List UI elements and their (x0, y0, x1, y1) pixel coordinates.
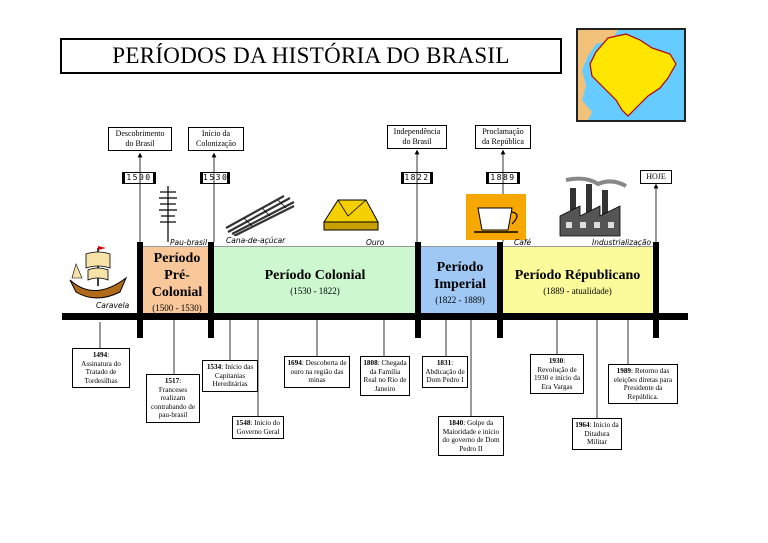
label-republica-text: Proclamação da República (482, 127, 524, 146)
period-pre-colonial-dates: (1500 - 1530) (152, 303, 202, 313)
event-1694: 1694: Descoberta de ouro na região das m… (284, 356, 350, 388)
year-1530: 1530 (200, 172, 230, 184)
event-1548-year: 1548 (236, 419, 251, 427)
event-1840-year: 1840 (448, 419, 464, 427)
event-1831-year: 1831 (436, 359, 452, 367)
brazil-map-image (576, 28, 686, 122)
event-1930: 1930: Revolução de 1930 e início da Era … (530, 354, 584, 395)
industrializacao-image (559, 176, 627, 237)
event-1964-year: 1964 (575, 421, 590, 429)
timeline-tick-1500 (137, 242, 143, 338)
cafe-label: Café (514, 238, 532, 247)
event-1808: 1808: Chegada da Família Real no Rio de … (360, 356, 410, 397)
event-1494: 1494: Assinatura do Tratado de Tordesilh… (72, 348, 130, 389)
pau-brasil-label: Pau-brasil (170, 238, 208, 247)
ouro-label: Ouro (366, 238, 385, 247)
event-1964: 1964: Início da Ditadura Militar (572, 418, 622, 450)
label-hoje-text: HOJE (646, 172, 666, 181)
year-1500: 1500 (122, 172, 156, 184)
event-1548: 1548: Início do Governo Geral (232, 416, 284, 440)
caravela-label: Caravela (96, 301, 130, 310)
label-republica: Proclamação da República (475, 125, 531, 149)
timeline-tick-1822 (415, 242, 421, 338)
period-pre-colonial: Período Pré-Colonial (1500 - 1530) (142, 246, 212, 314)
event-1840: 1840: Golpe da Maioridade e início do go… (438, 416, 504, 457)
period-imperial-name: Período Imperial (433, 260, 487, 292)
event-1517-year: 1517 (164, 377, 180, 385)
timeline-axis (62, 313, 688, 320)
caravela-image (69, 246, 128, 299)
event-1534-year: 1534 (206, 363, 222, 371)
period-republicano-name: Período Républicano (514, 268, 641, 283)
event-1694-text: Descoberta de ouro na região das minas (290, 359, 347, 385)
event-1964-text: Início da Ditadura Militar (584, 421, 619, 447)
period-colonial-name: Período Colonial (264, 268, 366, 283)
event-1494-year: 1494 (92, 351, 108, 359)
event-1808-year: 1808 (363, 359, 378, 367)
period-pre-colonial-name: Período Pré-Colonial (151, 251, 203, 300)
event-1534-text: Início das Capitanias Hereditárias (212, 363, 254, 389)
timeline-tick-hoje (653, 242, 659, 338)
label-colonizacao: Início da Colonização (188, 127, 244, 151)
label-independencia-text: Independência do Brasil (393, 127, 441, 146)
event-1840-text: Golpe da Maioridade e início do governo … (442, 419, 500, 453)
label-hoje: HOJE (640, 170, 672, 184)
page-title: PERÍODOS DA HISTÓRIA DO BRASIL (60, 38, 562, 74)
event-1930-text: Revolução de 1930 e início da Era Vargas (533, 365, 581, 391)
label-colonizacao-text: Início da Colonização (196, 129, 236, 148)
period-republicano: Período Républicano (1889 - atualidade) (500, 246, 655, 314)
event-1930-year: 1930 (548, 357, 564, 365)
label-descobrimento-text: Descobrimento do Brasil (115, 129, 165, 148)
event-1517: 1517: Franceses realizam contrabando de … (146, 374, 200, 423)
event-1694-year: 1694 (287, 359, 302, 367)
event-1989-text: Retorno das eleições diretas para Presid… (613, 367, 673, 401)
cana-image (225, 195, 295, 236)
ouro-image (323, 199, 379, 231)
pau-brasil-image (159, 186, 177, 242)
period-imperial-dates: (1822 - 1889) (435, 295, 485, 305)
industrializacao-label: Industrialização (592, 238, 652, 247)
period-imperial: Período Imperial (1822 - 1889) (420, 246, 500, 314)
timeline-tick-1889 (497, 242, 503, 338)
label-descobrimento: Descobrimento do Brasil (108, 127, 172, 151)
event-1831: 1831: Abdicação de Dom Pedro I (422, 356, 468, 388)
event-1494-text: Assinatura do Tratado de Tordesilhas (81, 359, 121, 385)
timeline-tick-1530 (208, 242, 214, 338)
event-1831-text: Abdicação de Dom Pedro I (425, 367, 465, 385)
period-colonial: Período Colonial (1530 - 1822) (212, 246, 418, 314)
cafe-image (466, 194, 526, 240)
period-colonial-dates: (1530 - 1822) (290, 286, 340, 296)
event-1548-text: Início do Governo Geral (236, 419, 280, 436)
event-1517-text: Franceses realizam contrabando de pau-br… (150, 385, 196, 420)
label-independencia: Independência do Brasil (387, 125, 447, 149)
event-1534: 1534: Início das Capitanias Hereditárias (202, 360, 258, 392)
cana-label: Cana-de-açúcar (226, 236, 286, 245)
event-1989-year: 1989 (616, 367, 632, 375)
period-republicano-dates: (1889 - atualidade) (543, 286, 612, 296)
event-1808-text: Chegada da Família Real no Rio de Janeir… (363, 359, 407, 393)
event-1989: 1989: Retorno das eleições diretas para … (608, 364, 678, 405)
